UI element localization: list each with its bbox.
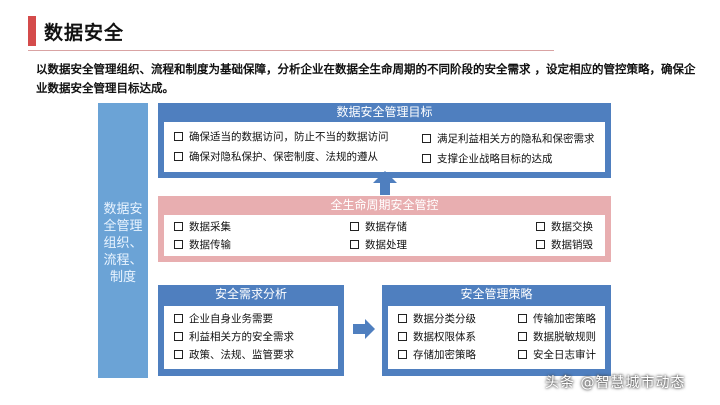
- left-panel-organization: 数据安全管理组织、流程、制度: [98, 103, 148, 378]
- checkbox-icon: [174, 350, 183, 359]
- lifecycle-body: 数据采集 数据传输 数据存储 数据处理 数据交换 数据销毁: [164, 215, 605, 256]
- lifecycle-box: 全生命周期安全管控 数据采集 数据传输 数据存储 数据处理 数据交换 数据销毁: [158, 196, 611, 262]
- checkbox-icon: [174, 240, 183, 249]
- strategy-header: 安全管理策略: [460, 287, 533, 301]
- lifecycle-header: 全生命周期安全管控: [330, 198, 439, 212]
- arrow-up-icon: [373, 171, 397, 195]
- title-divider: [28, 50, 554, 51]
- checkbox-icon: [350, 240, 359, 249]
- checkbox-icon: [350, 222, 359, 231]
- requirements-item: 企业自身业务需要: [174, 312, 273, 326]
- strategy-body: 数据分类分级 数据权限体系 存储加密策略 传输加密策略 数据脱敏规则 安全日志审…: [388, 306, 605, 369]
- strategy-box: 安全管理策略 数据分类分级 数据权限体系 存储加密策略 传输加密策略 数据脱敏规…: [382, 285, 611, 376]
- requirements-item: 利益相关方的安全需求: [174, 330, 294, 344]
- strategy-item: 数据脱敏规则: [518, 330, 596, 344]
- requirements-box: 安全需求分析 企业自身业务需要 利益相关方的安全需求 政策、法规、监管要求: [158, 285, 344, 376]
- title-accent-bar: [28, 16, 36, 46]
- checkbox-icon: [174, 132, 183, 141]
- goal-item: 确保适当的数据访问，防止不当的数据访问: [174, 130, 389, 144]
- checkbox-icon: [174, 222, 183, 231]
- lifecycle-item: 数据处理: [350, 238, 407, 252]
- checkbox-icon: [398, 350, 407, 359]
- goal-header: 数据安全管理目标: [336, 105, 433, 119]
- lifecycle-item: 数据传输: [174, 238, 231, 252]
- goal-box: 数据安全管理目标 确保适当的数据访问，防止不当的数据访问 确保对隐私保护、保密制…: [158, 103, 611, 178]
- arrow-right-icon: [353, 319, 375, 339]
- goal-item: 支撑企业战略目标的达成: [422, 152, 553, 166]
- checkbox-icon: [536, 222, 545, 231]
- requirements-body: 企业自身业务需要 利益相关方的安全需求 政策、法规、监管要求: [164, 306, 338, 369]
- requirements-item: 政策、法规、监管要求: [174, 348, 294, 362]
- lifecycle-item: 数据销毁: [536, 238, 593, 252]
- strategy-item: 数据分类分级: [398, 312, 476, 326]
- goal-item: 满足利益相关方的隐私和保密需求: [422, 132, 595, 146]
- checkbox-icon: [174, 314, 183, 323]
- intro-paragraph: 以数据安全管理组织、流程和制度为基础保障，分析企业在数据全生命周期的不同阶段的安…: [36, 62, 696, 95]
- lifecycle-item: 数据采集: [174, 220, 231, 234]
- checkbox-icon: [422, 154, 431, 163]
- checkbox-icon: [536, 240, 545, 249]
- watermark: 头条 @智慧城市动态: [545, 375, 686, 391]
- checkbox-icon: [518, 332, 527, 341]
- checkbox-icon: [518, 350, 527, 359]
- goal-item: 确保对隐私保护、保密制度、法规的遵从: [174, 150, 378, 164]
- checkbox-icon: [398, 332, 407, 341]
- strategy-item: 传输加密策略: [518, 312, 596, 326]
- checkbox-icon: [422, 134, 431, 143]
- strategy-item: 数据权限体系: [398, 330, 476, 344]
- checkbox-icon: [174, 152, 183, 161]
- strategy-item: 安全日志审计: [518, 348, 596, 362]
- goal-body: 确保适当的数据访问，防止不当的数据访问 确保对隐私保护、保密制度、法规的遵从 满…: [164, 122, 605, 172]
- requirements-header: 安全需求分析: [214, 287, 287, 301]
- strategy-item: 存储加密策略: [398, 348, 476, 362]
- lifecycle-item: 数据交换: [536, 220, 593, 234]
- page-title: 数据安全: [44, 22, 125, 44]
- lifecycle-item: 数据存储: [350, 220, 407, 234]
- checkbox-icon: [174, 332, 183, 341]
- left-panel-label: 数据安全管理组织、流程、制度: [103, 202, 143, 285]
- checkbox-icon: [398, 314, 407, 323]
- checkbox-icon: [518, 314, 527, 323]
